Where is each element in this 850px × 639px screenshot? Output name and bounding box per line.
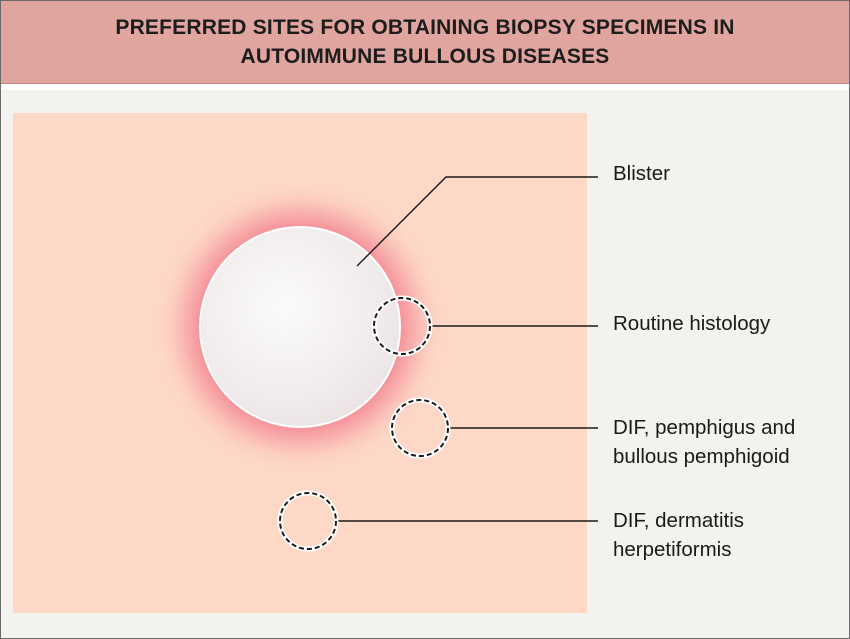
label-blister: Blister	[613, 162, 670, 185]
label-dif-pemphigus-line1: DIF, pemphigus and	[613, 416, 796, 439]
figure-title: PREFERRED SITES FOR OBTAINING BIOPSY SPE…	[1, 1, 849, 84]
label-routine-histology: Routine histology	[613, 312, 771, 335]
header-divider	[1, 84, 849, 90]
title-line-2: AUTOIMMUNE BULLOUS DISEASES	[240, 45, 610, 68]
label-dif-pemphigus-line2: bullous pemphigoid	[613, 445, 790, 468]
blister-shape	[199, 226, 401, 428]
dif-pemphigus-site	[391, 399, 449, 457]
label-dif-dh-line2: herpetiformis	[613, 538, 732, 561]
blister-leader-line	[356, 176, 598, 267]
dif-dh-site	[279, 492, 337, 550]
title-line-1: PREFERRED SITES FOR OBTAINING BIOPSY SPE…	[115, 16, 735, 39]
label-dif-dh-line1: DIF, dermatitis	[613, 509, 744, 532]
routine-histology-site	[373, 297, 431, 355]
